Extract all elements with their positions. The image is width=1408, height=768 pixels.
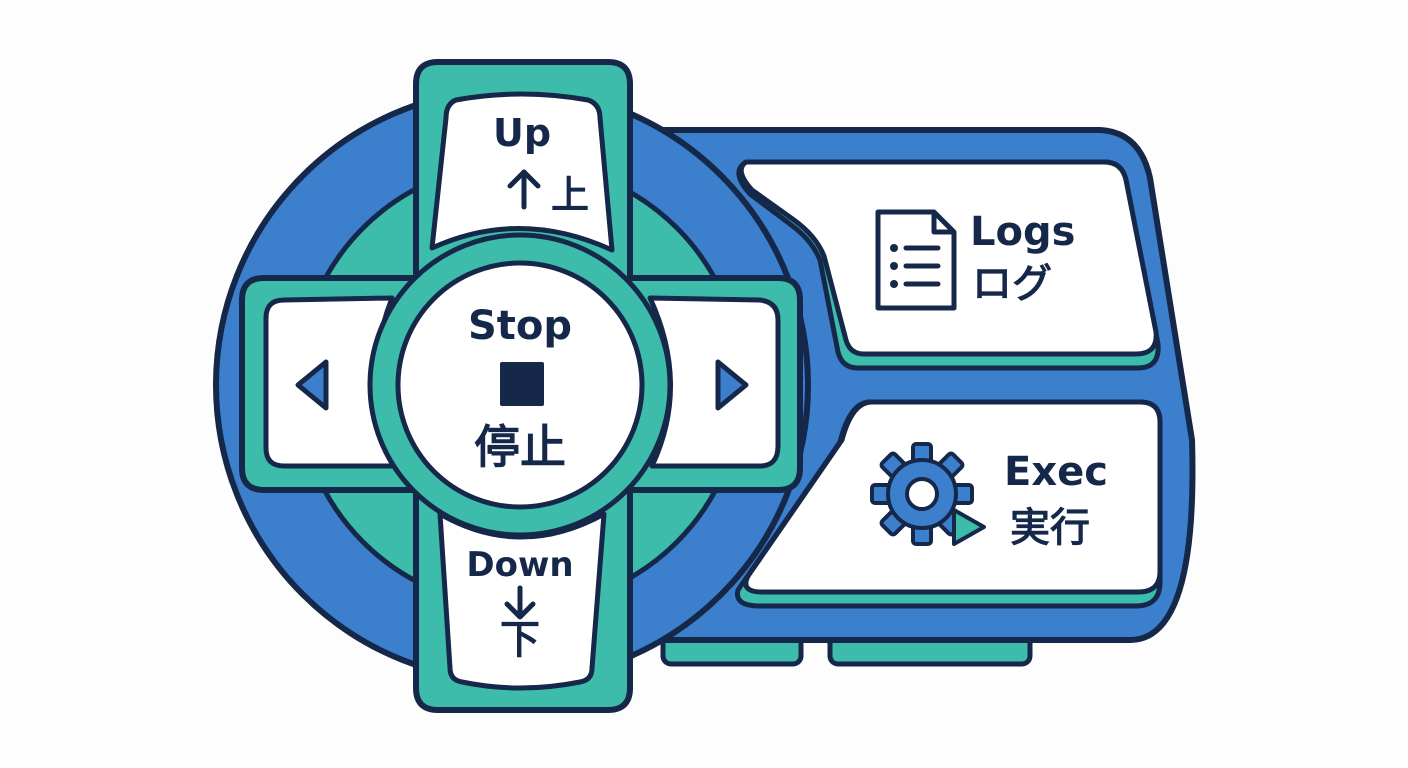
exec-button-sub-label: 実行 (1010, 505, 1090, 551)
logs-button-label: Logs (970, 209, 1076, 255)
down-key-label: Down (466, 545, 574, 585)
up-key-sub-label: 上 (550, 173, 589, 217)
stop-button-sub-label: 停止 (474, 420, 566, 474)
gear-play-icon (870, 442, 986, 546)
exec-button-label: Exec (1004, 449, 1108, 495)
triangle-right-icon (715, 359, 749, 411)
arrow-up-icon (507, 169, 541, 210)
logs-button-sub-label: ログ (972, 261, 1052, 307)
down-key-sub-label: 下 (500, 617, 540, 663)
up-key-label: Up (492, 111, 552, 155)
arrow-down-icon (504, 585, 536, 620)
stop-button-label: Stop (467, 303, 573, 349)
stop-square-icon (500, 362, 544, 406)
document-list-icon (875, 209, 957, 311)
triangle-left-icon (295, 359, 329, 411)
